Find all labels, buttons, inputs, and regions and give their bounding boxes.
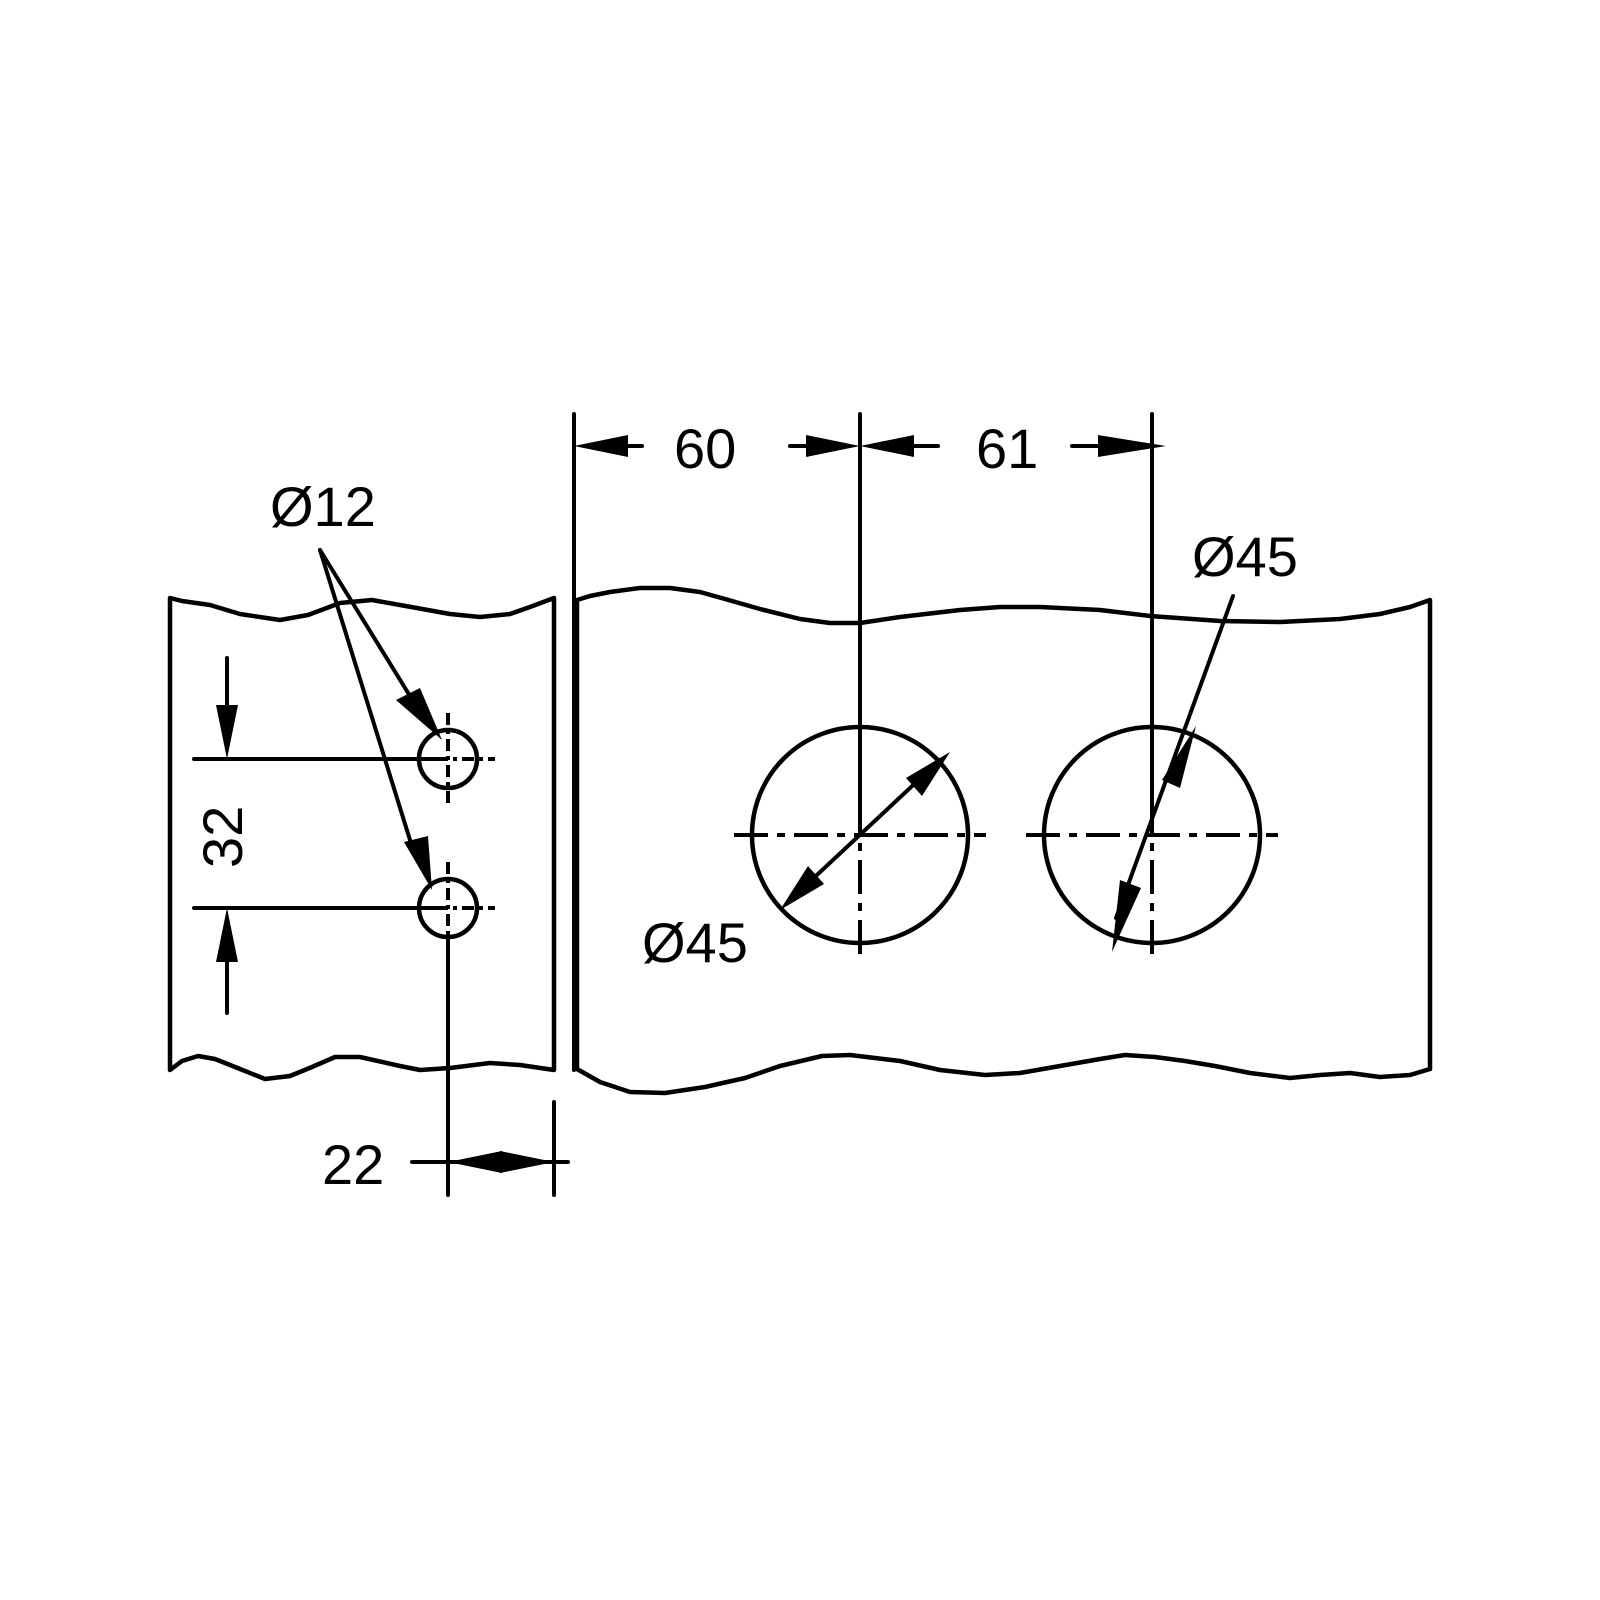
dimension-dia45-left-label: Ø45 [642,911,748,974]
dimension-dia45-left: Ø45 [642,752,950,974]
dimension-32-label: 32 [191,806,254,868]
dimension-dia12-label: Ø12 [270,475,376,538]
dimension-dia45-right: Ø45 [1112,525,1298,952]
dimension-32: 32 [191,656,442,1015]
dimension-61-label: 61 [976,417,1038,480]
dimension-22-label: 22 [322,1133,384,1196]
dimension-dia12: Ø12 [270,475,442,890]
left-panel [167,595,557,1082]
dimension-60-label: 60 [674,417,736,480]
dimension-22: 22 [322,935,570,1197]
dimension-dia45-right-label: Ø45 [1192,525,1298,588]
right-panel [574,585,1433,1096]
dimension-60-61: 60 61 [572,412,1166,1072]
